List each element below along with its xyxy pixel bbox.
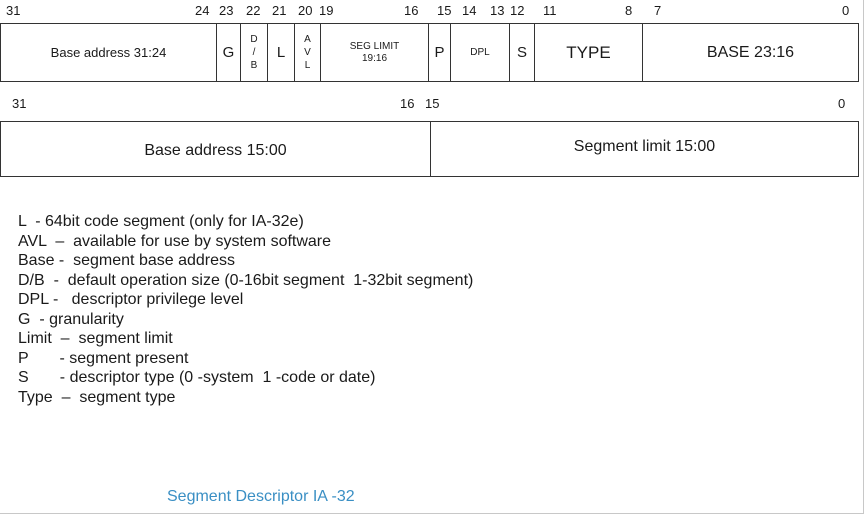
- bit-31: 31: [6, 3, 21, 18]
- bit-11: 11: [543, 3, 557, 18]
- bit-0: 0: [838, 96, 846, 111]
- bit-16: 16: [400, 96, 415, 111]
- bit-16: 16: [404, 3, 419, 18]
- descriptor-high-dword: Base address 31:24 G D / B L A V L SEG L…: [0, 23, 859, 82]
- bit-23: 23: [219, 3, 234, 18]
- legend-item-g: G - granularity: [18, 310, 124, 328]
- bit-21: 21: [272, 3, 287, 18]
- field-p: P: [429, 24, 451, 81]
- legend-item-dpl: DPL - descriptor privilege level: [18, 291, 244, 308]
- bit-31: 31: [12, 96, 27, 111]
- bit-0: 0: [842, 3, 850, 18]
- field-g: G: [217, 24, 241, 81]
- bit-24: 24: [195, 3, 210, 18]
- legend-item-db: D/B - default operation size (0-16bit se…: [18, 271, 474, 289]
- bit-19: 19: [319, 3, 334, 18]
- field-limit-15-00: Segment limit 15:00: [573, 138, 716, 155]
- bit-15: 15: [437, 3, 452, 18]
- legend-item-type: Type – segment type: [18, 388, 176, 406]
- bit-7: 7: [654, 3, 662, 18]
- field-l: L: [268, 24, 295, 81]
- field-base-23-16: BASE 23:16: [706, 43, 795, 61]
- field-dpl: DPL: [451, 24, 510, 81]
- field-base-15-00: Base address 15:00: [1, 122, 431, 176]
- bit-22: 22: [246, 3, 261, 18]
- field-type: TYPE: [535, 24, 643, 81]
- descriptor-low-dword: Base address 15:00 Segment limit 15:00: [0, 121, 859, 177]
- field-seg-limit-19-16: SEG LIMIT 19:16: [321, 24, 429, 81]
- field-db: D / B: [241, 24, 268, 81]
- bit-14: 14: [462, 3, 477, 18]
- field-avl: A V L: [295, 24, 321, 81]
- legend-item-base: Base - segment base address: [18, 252, 236, 269]
- bit-8: 8: [625, 3, 633, 18]
- legend-item-limit: Limit – segment limit: [18, 330, 173, 347]
- bit-12: 12: [510, 3, 525, 18]
- legend-item-avl: AVL – available for use by system softwa…: [18, 232, 332, 250]
- legend-item-l: L - 64bit code segment (only for IA-32e): [18, 213, 304, 230]
- bit-20: 20: [298, 3, 313, 18]
- field-s: S: [510, 24, 535, 81]
- figure-caption: Segment Descriptor IA -32: [167, 488, 355, 505]
- bit-13: 13: [490, 3, 505, 18]
- bit-15: 15: [425, 96, 440, 111]
- legend-item-s: S - descriptor type (0 -system 1 -code o…: [18, 369, 376, 386]
- legend-item-p: P - segment present: [18, 349, 189, 367]
- field-legend: L - 64bit code segment (only for IA-32e)…: [18, 212, 473, 407]
- field-base-31-24: Base address 31:24: [1, 24, 217, 81]
